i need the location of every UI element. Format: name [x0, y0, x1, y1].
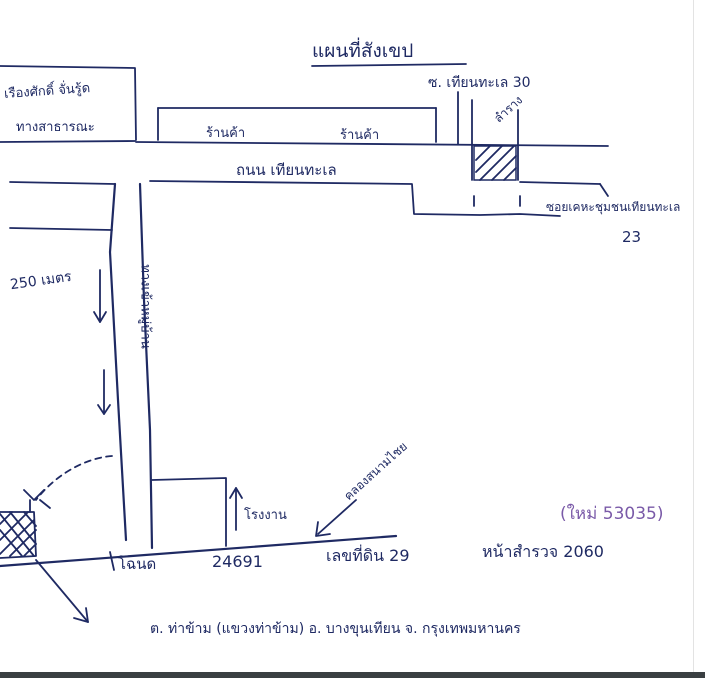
ditch-hatch	[473, 145, 517, 181]
chanot-label: โฉนด	[118, 555, 157, 573]
chanot-number: 24691	[212, 552, 263, 571]
map-title: แผนที่สังเขป	[312, 40, 414, 62]
canal-arrow-shaft	[317, 499, 357, 535]
bottom-tick	[109, 551, 115, 571]
address-line: ต. ท่าข้าม (แขวงท่าข้าม) อ. บางขุนเทียน …	[150, 621, 521, 637]
soi23-top	[519, 181, 601, 185]
factory-label: โรงงาน	[244, 508, 287, 523]
land-plot	[151, 477, 227, 547]
owner-box	[0, 65, 137, 141]
soi23-top-end	[599, 183, 609, 197]
arrow-down-1-head	[93, 311, 107, 323]
left-road-edge	[9, 227, 113, 231]
dashed-curve	[35, 455, 113, 501]
page-edge	[693, 0, 694, 672]
land-number: เลขที่ดิน 29	[326, 546, 410, 565]
shop-label-1: ร้านค้า	[206, 126, 246, 141]
new-reference-label: (ใหม่ 53035)	[560, 504, 664, 524]
arrow-down-2-head	[97, 404, 111, 415]
public-road-label: ทางสาธารณะ	[16, 120, 95, 135]
access-road-right-edge	[138, 182, 154, 550]
main-road-lower-edge	[149, 180, 561, 217]
survey-page: หน้าสำรวจ 2060	[482, 542, 604, 561]
soi23-number: 23	[622, 228, 642, 246]
access-road-left-edge	[108, 182, 128, 542]
shop-row-bottom-road-edge	[135, 141, 609, 147]
canal-arrow-head	[315, 521, 331, 537]
access-road-label: ทางเข้าหมู่บ้าน	[137, 264, 153, 349]
title-underline	[311, 63, 467, 67]
soi23-label: ซอยเคหะชุมชนเทียนทะเล	[546, 200, 681, 214]
window-bottom-bar	[0, 672, 705, 678]
diagonal-arrow-head	[73, 607, 89, 623]
main-road-left-edge	[9, 181, 116, 185]
main-road-label: ถนน เทียนทะเล	[236, 161, 337, 179]
ditch-ticks	[473, 195, 521, 207]
arrow-up-head	[229, 487, 243, 499]
diagonal-arrow-shaft	[35, 559, 89, 623]
soi30-label: ซ. เทียนทะเล 30	[428, 75, 531, 91]
bottom-boundary	[0, 534, 398, 568]
hatched-plot-left	[0, 489, 51, 559]
top-boundary-left	[0, 140, 136, 143]
shop-label-2: ร้านค้า	[340, 128, 380, 143]
